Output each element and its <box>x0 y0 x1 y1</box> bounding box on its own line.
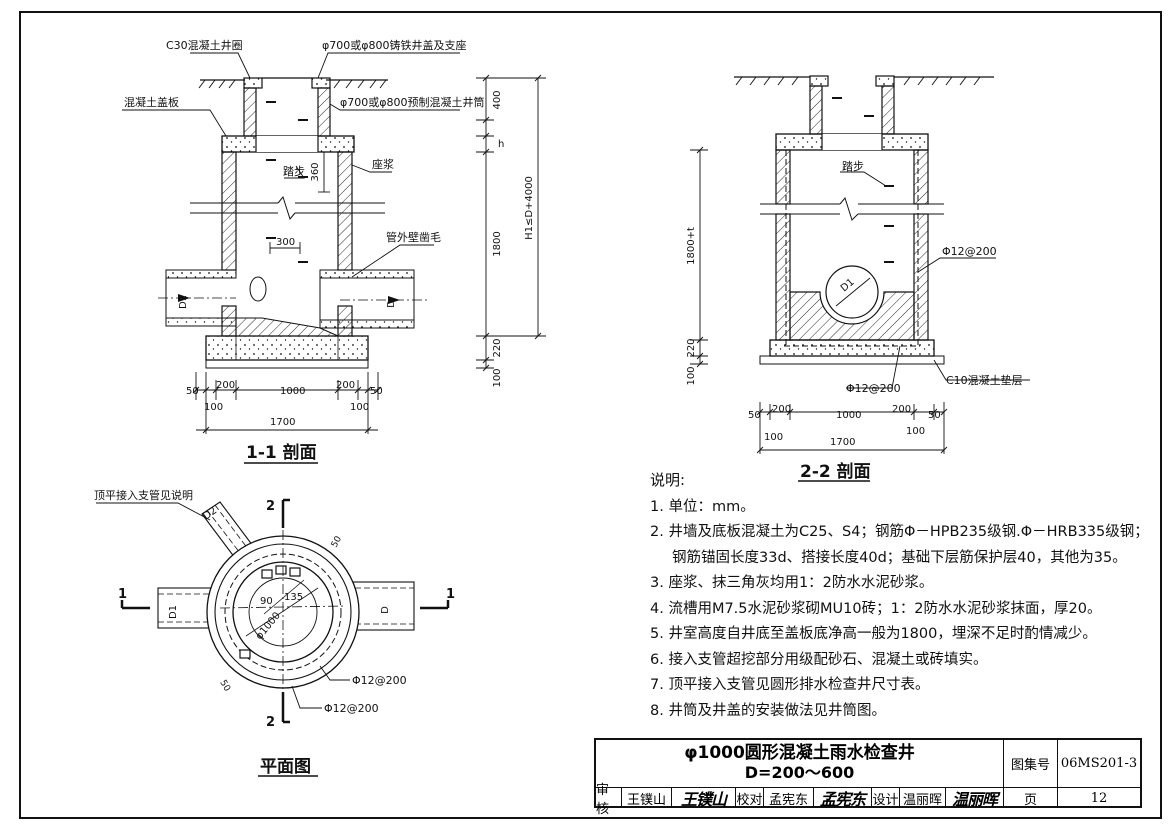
note-item: 5. 井室高度自井底至盖板底净高一般为1800，埋深不足时酌情减少。 <box>650 626 1097 642</box>
section-1-title: 1-1 剖面 <box>246 442 317 463</box>
designer-name: 温丽晖 <box>900 788 946 808</box>
atlas-label: 图集号 <box>1004 740 1058 788</box>
page-number: 12 <box>1090 790 1108 806</box>
label-cover-seat: φ700或φ800铸铁井盖及支座 <box>322 38 467 52</box>
dim-1700: 1700 <box>270 417 295 428</box>
dim-H1: H1≤D+4000 <box>524 176 535 240</box>
label-d1-plan: D1 <box>168 605 179 619</box>
dim-1800: 1800 <box>492 231 503 256</box>
dim-50-plan-top: 50 <box>330 534 344 549</box>
dim-360: 360 <box>310 162 321 181</box>
section-2-title: 2-2 剖面 <box>800 461 871 482</box>
page-label: 页 <box>1004 788 1058 808</box>
dim-400: 400 <box>492 90 503 109</box>
title-block: φ1000圆形混凝土雨水检查井 D=200～600 图集号 06MS201-3 … <box>594 738 1142 817</box>
label-step-1: 踏步 <box>283 164 305 178</box>
note-item: 7. 顶平接入支管见圆形排水检查井尺寸表。 <box>650 677 930 693</box>
dim-50-left: 50 <box>186 386 199 397</box>
label-c10-pad: C10混凝土垫层 <box>946 373 1023 387</box>
dim-1000: 1000 <box>280 386 305 397</box>
dim-220-s2: 220 <box>686 338 697 357</box>
designer-signature: 温丽晖 <box>946 788 1004 809</box>
label-cover-slab: 混凝土盖板 <box>124 95 179 109</box>
label-well-ring: C30混凝土井圈 <box>166 38 243 52</box>
label-rebar-3: Φ12@200 <box>352 674 407 687</box>
label-angle-90: 90 <box>260 596 273 607</box>
atlas-number: 06MS201-3 <box>1058 740 1140 788</box>
cut-mark-1-left: 1 <box>118 587 127 602</box>
dim-1000-s2: 1000 <box>836 410 861 421</box>
label-rebar-1: Φ12@200 <box>942 245 997 258</box>
dim-100-right: 100 <box>350 402 369 413</box>
drawing-labels: C30混凝土井圈 φ700或φ800铸铁井盖及支座 混凝土盖板 φ700或φ80… <box>94 38 1023 777</box>
note-item: 3. 座浆、抹三角灰均用1：2防水水泥砂浆。 <box>650 575 934 591</box>
label-precast-tube: φ700或φ800预制混凝土井筒 <box>340 95 485 109</box>
reviewer-signature: 王镤山 <box>672 788 736 809</box>
dim-50-left-s2: 50 <box>748 410 761 421</box>
dim-300: 300 <box>276 237 295 248</box>
sheet-frame <box>19 11 1162 819</box>
note-item: 1. 单位：mm。 <box>650 498 755 515</box>
dim-100-left-s2: 100 <box>764 432 783 443</box>
title-main: φ1000圆形混凝土雨水检查井 D=200～600 <box>596 740 1004 788</box>
dim-100-s2: 100 <box>686 366 697 385</box>
note-item: 6. 接入支管超挖部分用级配砂石、混凝土或砖填实。 <box>650 651 988 668</box>
note-item: 2. 井墙及底板混凝土为C25、S4；钢筋Φ－HPB235级钢.Φ－HRB335… <box>650 524 1149 540</box>
notes-heading: 说明: <box>650 471 686 489</box>
drawing-subtitle: D=200～600 <box>744 763 855 782</box>
checker-name: 孟宪东 <box>764 788 814 808</box>
review-label: 审核 <box>596 783 622 817</box>
note-item: 钢筋锚固长度33d、搭接长度40d；基础下层筋保护层40，其他为35。 <box>672 549 1127 566</box>
label-rebar-2: Φ12@200 <box>846 382 901 395</box>
dim-200-right-s2: 200 <box>892 404 911 415</box>
label-d-plan: D <box>380 606 391 614</box>
cut-mark-2-bottom: 2 <box>266 715 275 730</box>
dim-200-left: 200 <box>216 380 235 391</box>
label-branch-note: 顶平接入支管见说明 <box>94 488 193 502</box>
dim-50-plan-bottom: 50 <box>217 679 232 694</box>
cut-mark-1-right: 1 <box>446 587 455 602</box>
section-1-1 <box>122 52 546 464</box>
dim-100: 100 <box>492 368 503 387</box>
note-item: 4. 流槽用M7.5水泥砂浆砌MU10砖；1：2防水水泥砂浆抹面，厚20。 <box>650 600 1102 617</box>
label-rebar-4: Φ12@200 <box>324 702 379 715</box>
dim-50-right-s2: 50 <box>928 410 941 421</box>
label-seat-slurry: 座浆 <box>372 157 394 171</box>
dim-50-right: 50 <box>370 386 383 397</box>
section-2-2 <box>690 75 1030 482</box>
drawing-title: φ1000圆形混凝土雨水检查井 <box>684 743 915 763</box>
label-step-2: 踏步 <box>842 159 864 173</box>
checker-signature: 孟宪东 <box>814 788 872 809</box>
check-label: 校对 <box>736 788 764 808</box>
reviewer-name: 王镤山 <box>622 788 672 808</box>
dim-200-right: 200 <box>336 380 355 391</box>
dim-220: 220 <box>492 338 503 357</box>
dim-100-left: 100 <box>204 402 223 413</box>
cut-mark-2-top: 2 <box>266 499 275 514</box>
design-notes: 说明: 1. 单位：mm。 2. 井墙及底板混凝土为C25、S4；钢筋Φ－HPB… <box>650 468 1149 724</box>
dim-200-left-s2: 200 <box>772 404 791 415</box>
label-d1-section: D1 <box>178 295 189 309</box>
dim-1700-s2: 1700 <box>830 437 855 448</box>
plan-view <box>96 498 450 777</box>
dim-100-right-s2: 100 <box>906 426 925 437</box>
plan-title: 平面图 <box>260 757 311 777</box>
design-label: 设计 <box>872 788 900 808</box>
dim-1800t: 1800+t <box>686 227 697 265</box>
label-d-section: D <box>386 300 397 308</box>
note-item: 8. 井筒及井盖的安装做法见井筒图。 <box>650 702 886 719</box>
dim-h: h <box>498 139 504 150</box>
label-pipe-rough: 管外壁凿毛 <box>386 230 441 244</box>
label-angle-135: 135 <box>284 592 303 603</box>
